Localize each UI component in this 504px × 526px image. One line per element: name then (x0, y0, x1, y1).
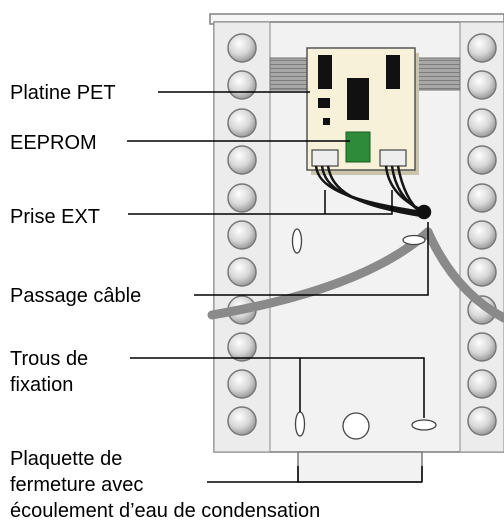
grey-cable (207, 227, 504, 323)
knob-right-11 (467, 406, 497, 436)
pcb-board (306, 47, 419, 175)
slot-lower-left (294, 411, 306, 437)
round-hole (342, 412, 370, 440)
ext-socket-left (311, 149, 339, 167)
label-trous-line-2: fixation (10, 374, 74, 396)
label-plaquette-line-2: fermeture avec (10, 474, 144, 496)
knob-right-6 (467, 220, 497, 250)
cable-right-branch (423, 227, 504, 323)
slot-lower-right (411, 419, 437, 431)
knob-right-5 (467, 183, 497, 213)
right-knobs (467, 33, 497, 436)
knob-left-2 (227, 70, 257, 100)
knob-right-1 (467, 33, 497, 63)
label-plaquette-line-3: écoulement d’eau de condensation (10, 500, 321, 522)
label-plaquette-line-1: Plaquette de (10, 448, 123, 470)
knob-left-6 (227, 220, 257, 250)
leader-lines (127, 91, 429, 483)
knob-left-3 (227, 108, 257, 138)
label-eeprom: EEPROM (10, 132, 97, 154)
knob-left-7 (227, 257, 257, 287)
ic-small (318, 98, 330, 108)
knob-left-10 (227, 369, 257, 399)
knob-right-2 (467, 70, 497, 100)
knob-left-11 (227, 406, 257, 436)
cable-left-branch (207, 227, 433, 320)
leader-trous (130, 357, 425, 418)
wire-3 (326, 165, 423, 218)
leader-passage (194, 222, 429, 296)
housing-holes (291, 228, 437, 440)
label-plaquette: Plaquette de fermeture avec écoulement d… (10, 446, 320, 524)
left-knobs (227, 33, 257, 436)
ext-socket-right (379, 149, 407, 167)
slot-upper-left (291, 228, 303, 254)
knob-right-9 (467, 332, 497, 362)
knob-left-1 (227, 33, 257, 63)
knob-right-4 (467, 145, 497, 175)
cable-gland (416, 204, 432, 220)
label-trous-fixation: Trous de fixation (10, 346, 88, 398)
left-ribbon (269, 57, 309, 91)
ic-right-connector (386, 55, 400, 89)
label-platine-pet: Platine PET (10, 82, 116, 104)
label-prise-ext: Prise EXT (10, 206, 101, 228)
bottom-plate (297, 451, 423, 483)
label-trous-line-1: Trous de (10, 348, 89, 370)
knob-right-10 (467, 369, 497, 399)
label-passage-cable: Passage câble (10, 285, 142, 307)
slot-upper-right (402, 234, 426, 246)
knob-left-4 (227, 145, 257, 175)
right-ribbon (414, 57, 461, 91)
ic-left-connector (318, 55, 332, 89)
leader-prise-right (325, 190, 393, 215)
ic-main (347, 78, 369, 120)
knob-right-3 (467, 108, 497, 138)
knob-left-9 (227, 332, 257, 362)
wire-2 (320, 165, 423, 216)
ic-small-2 (323, 118, 330, 125)
black-wires (314, 165, 432, 220)
knob-left-5 (227, 183, 257, 213)
ribbon-cables (269, 57, 461, 91)
eeprom-chip (345, 131, 371, 163)
knob-right-7 (467, 257, 497, 287)
